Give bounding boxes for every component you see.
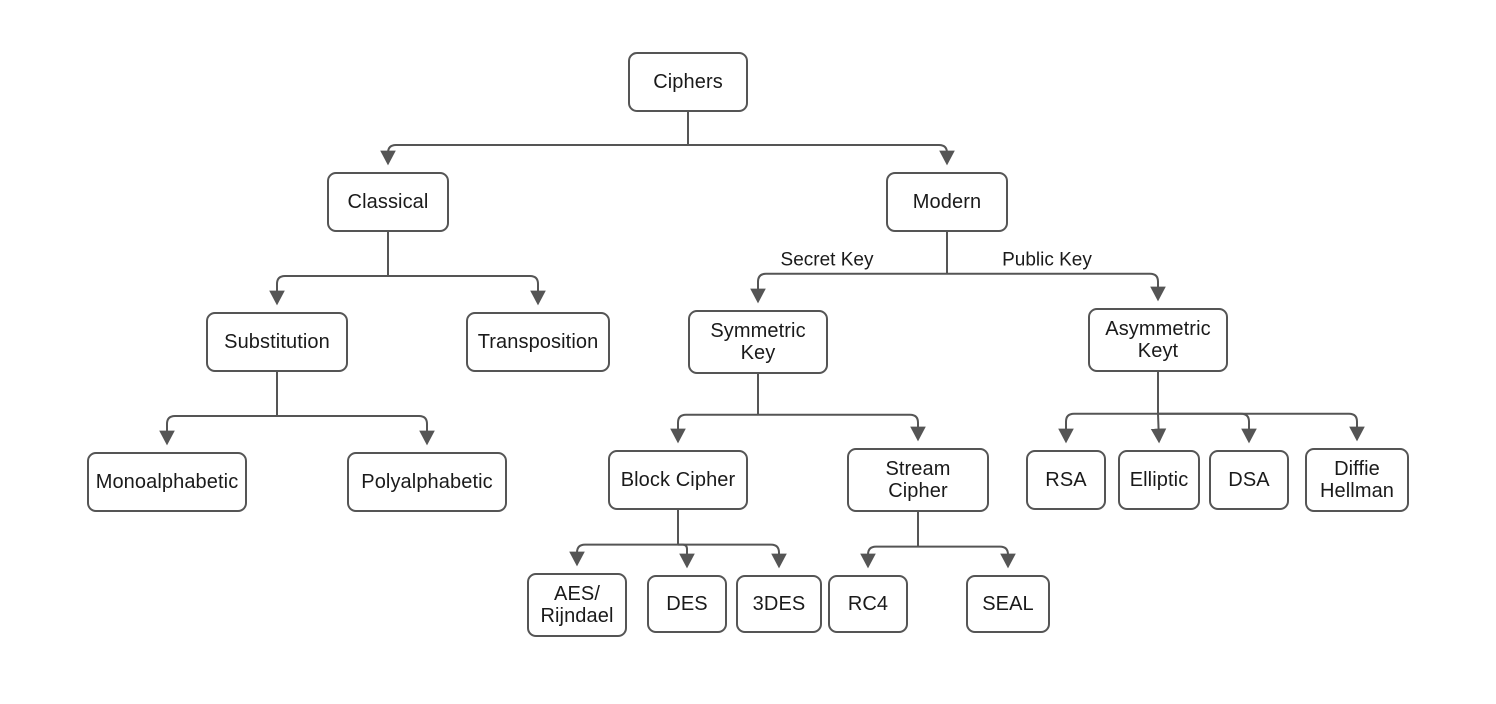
edge-stream_cipher-to-rc4 xyxy=(860,545,918,569)
edge-modern-to-asymmetric xyxy=(947,272,1166,302)
edge-symmetric-to-block_cipher xyxy=(670,413,758,444)
edge-substitution-to-monoalphabetic xyxy=(159,415,277,446)
edge-asymmetric-to-diffie_hellman xyxy=(1158,412,1365,442)
edge-block_cipher-to-3des xyxy=(678,543,787,569)
node-dsa[interactable]: DSA xyxy=(1209,450,1289,510)
edge-asymmetric-to-dsa xyxy=(1158,412,1257,444)
node-des[interactable]: DES xyxy=(647,575,727,633)
node-transposition[interactable]: Transposition xyxy=(466,312,610,372)
edge-symmetric-to-stream_cipher xyxy=(758,413,926,442)
node-seal[interactable]: SEAL xyxy=(966,575,1050,633)
node-diffie_hellman[interactable]: Diffie Hellman xyxy=(1305,448,1409,512)
edge-classical-to-transposition xyxy=(388,275,546,306)
edge-ciphers-to-classical xyxy=(380,144,688,166)
edge-block_cipher-to-des xyxy=(678,543,695,569)
edge-substitution-to-polyalphabetic xyxy=(277,415,435,446)
node-aes_rijndael[interactable]: AES/ Rijndael xyxy=(527,573,627,637)
edge-asymmetric-to-rsa xyxy=(1058,412,1158,444)
node-ciphers[interactable]: Ciphers xyxy=(628,52,748,112)
node-elliptic[interactable]: Elliptic xyxy=(1118,450,1200,510)
public-key-label: Public Key xyxy=(1002,249,1092,271)
secret-key-label: Secret Key xyxy=(780,249,874,271)
node-classical[interactable]: Classical xyxy=(327,172,449,232)
node-rc4[interactable]: RC4 xyxy=(828,575,908,633)
node-3des[interactable]: 3DES xyxy=(736,575,822,633)
node-polyalphabetic[interactable]: Polyalphabetic xyxy=(347,452,507,512)
edge-ciphers-to-modern xyxy=(688,144,955,166)
edge-path-group xyxy=(159,112,1365,569)
node-stream_cipher[interactable]: Stream Cipher xyxy=(847,448,989,512)
node-symmetric[interactable]: Symmetric Key xyxy=(688,310,828,374)
edge-asymmetric-to-elliptic xyxy=(1150,413,1167,444)
node-modern[interactable]: Modern xyxy=(886,172,1008,232)
edge-modern-to-symmetric xyxy=(750,272,947,304)
node-block_cipher[interactable]: Block Cipher xyxy=(608,450,748,510)
edge-stream_cipher-to-seal xyxy=(918,545,1016,569)
node-rsa[interactable]: RSA xyxy=(1026,450,1106,510)
node-asymmetric[interactable]: Asymmetric Keyt xyxy=(1088,308,1228,372)
node-substitution[interactable]: Substitution xyxy=(206,312,348,372)
node-monoalphabetic[interactable]: Monoalphabetic xyxy=(87,452,247,512)
edge-block_cipher-to-aes_rijndael xyxy=(569,543,678,567)
edge-classical-to-substitution xyxy=(269,275,388,306)
